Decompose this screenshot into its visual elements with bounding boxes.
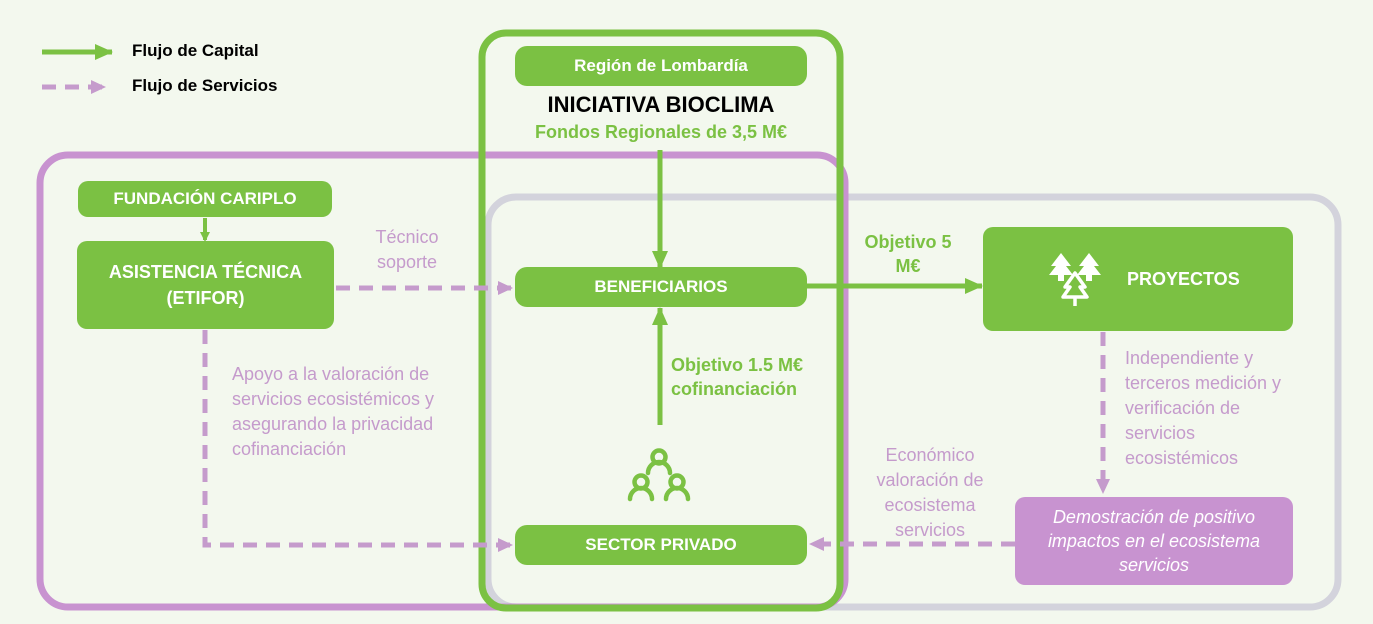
node-cariplo: FUNDACIÓN CARIPLO (78, 181, 332, 217)
label-tech-support: Técnico soporte (375, 227, 439, 272)
node-technical-assistance: ASISTENCIA TÉCNICA (ETIFOR) (77, 241, 334, 329)
legend-capital-label: Flujo de Capital (132, 41, 259, 60)
region-badge-text: Región de Lombardía (574, 56, 748, 75)
bioclima-frame (478, 29, 844, 612)
node-projects-label: PROYECTOS (1127, 268, 1240, 289)
node-projects: PROYECTOS (983, 227, 1293, 331)
label-economic-valuation: Económico valoración de ecosistema servi… (876, 445, 984, 540)
node-demonstration-label: Demostración de positivo impactos en el … (1047, 507, 1261, 575)
node-cariplo-label: FUNDACIÓN CARIPLO (113, 189, 297, 208)
node-technical-assistance-line2: (ETIFOR) (166, 288, 245, 308)
legend-services-label: Flujo de Servicios (132, 76, 278, 95)
trees-icon (1049, 253, 1101, 306)
arrow-assistance-to-private (202, 330, 513, 552)
node-demonstration: Demostración de positivo impactos en el … (1015, 497, 1293, 585)
projects-frame (484, 193, 1342, 611)
node-private-sector: SECTOR PRIVADO (515, 525, 807, 565)
node-beneficiaries: BENEFICIARIOS (515, 267, 807, 307)
regional-funds: Fondos Regionales de 3,5 M€ (534, 122, 788, 142)
region-badge: Región de Lombardía (515, 46, 807, 86)
node-private-sector-label: SECTOR PRIVADO (585, 535, 737, 554)
node-technical-assistance-line1: ASISTENCIA TÉCNICA (108, 262, 303, 282)
label-objective-1-5: Objetivo 1.5 M€ cofinanciación (671, 355, 804, 399)
people-group-icon (627, 448, 691, 502)
label-independent-verification: Independiente y terceros medición y veri… (1125, 348, 1282, 468)
initiative-title: INICIATIVA BIOCLIMA (547, 92, 775, 117)
label-objective-5: Objetivo 5 M€ (864, 232, 952, 276)
label-valuation-support: Apoyo a la valoración de servicios ecosi… (232, 364, 435, 459)
support-frame (36, 151, 849, 611)
node-beneficiaries-label: BENEFICIARIOS (594, 277, 728, 296)
